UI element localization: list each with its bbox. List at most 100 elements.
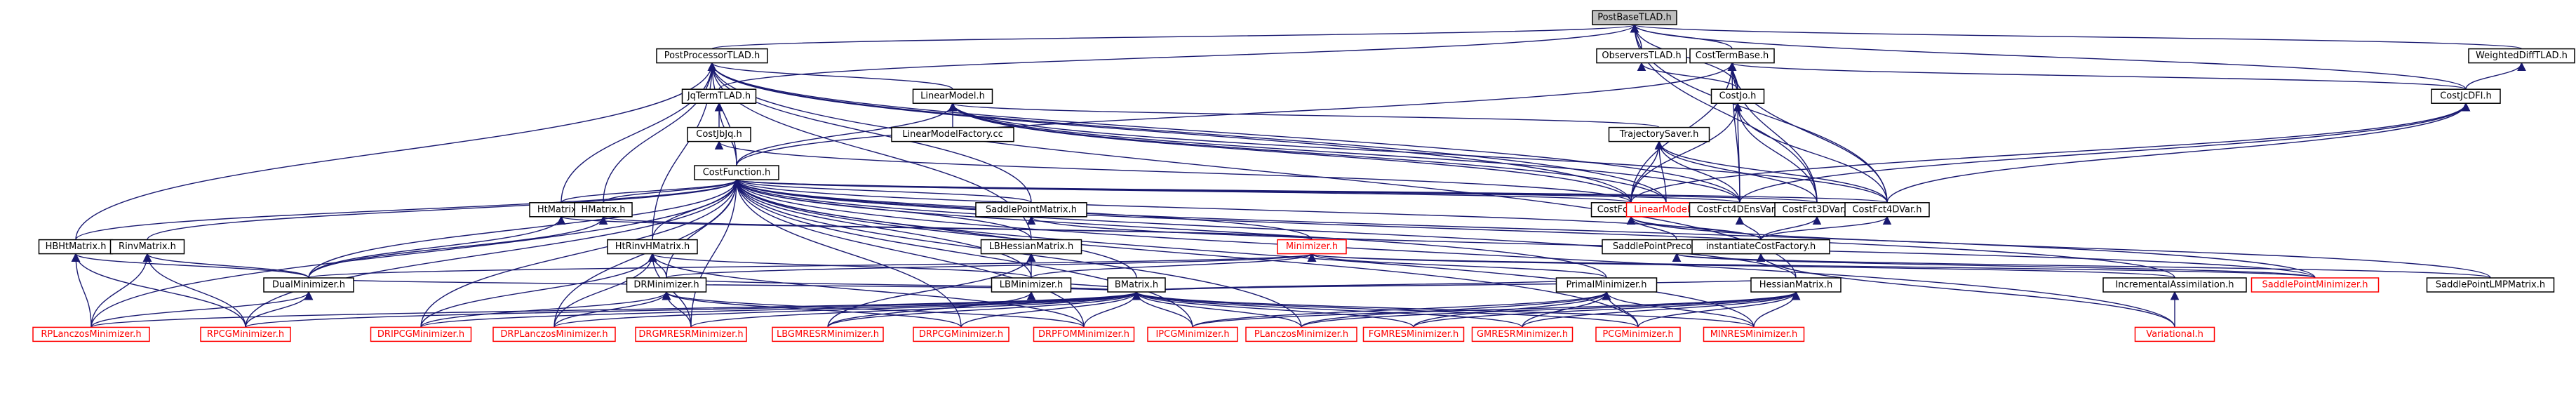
edge-drplanczos-to-drminimizer (554, 291, 671, 328)
node-label: LinearModelFactory.cc (902, 129, 1003, 140)
node-lbhessianmatrix[interactable]: LBHessianMatrix.h (980, 239, 1082, 255)
edge-ipcg-to-hessianmatrix (1192, 291, 1800, 328)
node-label: WeightedDiffTLAD.h (2476, 51, 2568, 61)
edge-hmatrix-to-postproc (603, 62, 717, 203)
edge-ipcg-to-costfunction (732, 178, 1193, 328)
node-rinvmatrix[interactable]: RinvMatrix.h (109, 239, 185, 255)
edge-costfct4dvar-to-costfunction (732, 178, 1888, 204)
edge-dualminimizer-to-bmatrix (308, 277, 1140, 293)
node-label: HessianMatrix.h (1759, 280, 1832, 291)
node-ipcg[interactable]: IPCGMinimizer.h (1147, 326, 1238, 342)
node-htrinvhmatrix[interactable]: HtRinvHMatrix.h (607, 239, 698, 255)
edge-postproc-to-postbase (711, 23, 1639, 50)
edge-variational-to-instcostfactory (1756, 253, 2175, 328)
edge-drgmresr-to-costfunction (690, 178, 742, 328)
node-linearmodel[interactable]: LinearModel.h (912, 88, 993, 104)
edge-costfct4dvar-to-costjcdfi (1886, 102, 2471, 203)
node-planczos[interactable]: PLanczosMinimizer.h (1245, 326, 1357, 342)
edge-minimizer-to-hmatrix (599, 215, 1313, 241)
node-costfct4densvar[interactable]: CostFct4DEnsVar.h (1689, 202, 1791, 218)
node-minimizer[interactable]: Minimizer.h (1277, 239, 1347, 255)
edge-htmatrix-to-postproc (561, 62, 717, 203)
node-hbhtmatrix[interactable]: HBHtMatrix.h (38, 239, 114, 255)
node-bmatrix[interactable]: BMatrix.h (1107, 277, 1166, 293)
node-pcg[interactable]: PCGMinimizer.h (1595, 326, 1681, 342)
node-label: CostFct4DVar.h (1852, 204, 1921, 215)
node-label: PostProcessorTLAD.h (664, 51, 760, 61)
edge-saddlepointlmp-to-costfctweak (1627, 215, 2491, 279)
node-drgmresr[interactable]: DRGMRESRMinimizer.h (635, 326, 747, 342)
edge-saddlepointmatrix-to-postproc (707, 62, 1032, 203)
edge-dualminimizer-to-costfunction (308, 178, 742, 279)
edge-rplanczos-to-bmatrix (90, 291, 1141, 328)
node-box (370, 326, 472, 342)
edge-gmresr-to-bmatrix (1132, 291, 1523, 328)
node-label: PCGMinimizer.h (1602, 329, 1673, 340)
node-drpcg[interactable]: DRPCGMinimizer.h (913, 326, 1009, 342)
node-costfct3dvar[interactable]: CostFct3DVar.h (1774, 202, 1860, 218)
node-weighteddiff[interactable]: WeightedDiffTLAD.h (2468, 48, 2575, 64)
node-fgmres[interactable]: FGMRESMinimizer.h (1362, 326, 1465, 342)
edge-drgmresr-to-bmatrix (690, 291, 1141, 328)
node-dripcg[interactable]: DRIPCGMinimizer.h (370, 326, 472, 342)
node-box (656, 48, 768, 64)
node-label: DRPFOMMinimizer.h (1038, 329, 1129, 340)
node-box (1689, 48, 1775, 64)
node-lbgmresr[interactable]: LBGMRESRMinimizer.h (772, 326, 884, 342)
node-label: IncrementalAssimilation.h (2115, 280, 2234, 291)
node-saddlepointminimizer[interactable]: SaddlePointMinimizer.h (2250, 277, 2380, 293)
node-label: LBHessianMatrix.h (989, 241, 1074, 252)
node-postbase[interactable]: PostBaseTLAD.h (1592, 10, 1677, 25)
node-costfunction[interactable]: CostFunction.h (694, 165, 779, 180)
node-saddlepointlmp[interactable]: SaddlePointLMPMatrix.h (2426, 277, 2555, 293)
node-costtermbase[interactable]: CostTermBase.h (1689, 48, 1775, 64)
node-label: CostFct3DVar.h (1782, 204, 1851, 215)
node-minres[interactable]: MINRESMinimizer.h (1703, 326, 1805, 342)
node-rpcg[interactable]: RPCGMinimizer.h (200, 326, 291, 342)
node-postproc[interactable]: PostProcessorTLAD.h (656, 48, 768, 64)
edge-costfunction-to-linearmodel (736, 102, 958, 166)
node-primalminimizer[interactable]: PrimalMinimizer.h (1555, 277, 1658, 293)
node-hessianmatrix[interactable]: HessianMatrix.h (1750, 277, 1842, 293)
node-drpfom[interactable]: DRPFOMMinimizer.h (1033, 326, 1135, 342)
edge-instcostfactory-to-costfct4dvar (1760, 215, 1892, 240)
node-rplanczos[interactable]: RPLanczosMinimizer.h (32, 326, 150, 342)
node-box (991, 277, 1072, 293)
node-costfct4dvar[interactable]: CostFct4DVar.h (1844, 202, 1930, 218)
edge-ipcg-to-primalminimizer (1192, 291, 1611, 328)
node-label: CostTermBase.h (1696, 51, 1769, 61)
node-variational[interactable]: Variational.h (2134, 326, 2215, 342)
node-costjcdfi[interactable]: CostJcDFI.h (2431, 88, 2501, 104)
node-saddlepointmatrix[interactable]: SaddlePointMatrix.h (975, 202, 1087, 218)
node-incremental[interactable]: IncrementalAssimilation.h (2102, 277, 2247, 293)
node-box (1555, 277, 1658, 293)
node-linearmodelfactory[interactable]: LinearModelFactory.cc (891, 126, 1014, 142)
edge-costfct4densvar-to-postproc (707, 62, 1740, 203)
node-lbminimizer[interactable]: LBMinimizer.h (991, 277, 1072, 293)
node-costjbjq[interactable]: CostJbJq.h (687, 126, 751, 142)
node-hmatrix[interactable]: HMatrix.h (574, 202, 633, 218)
node-box (1710, 88, 1765, 104)
node-instcostfactory[interactable]: instantiateCostFactory.h (1691, 239, 1830, 255)
node-drminimizer[interactable]: DRMinimizer.h (626, 277, 707, 293)
node-costjo[interactable]: CostJo.h (1710, 88, 1765, 104)
node-box (1245, 326, 1357, 342)
edge-dripcg-to-bmatrix (420, 291, 1141, 328)
node-dualminimizer[interactable]: DualMinimizer.h (263, 277, 354, 293)
node-label: CostJcDFI.h (2440, 91, 2492, 102)
node-label: BMatrix.h (1115, 280, 1158, 291)
node-box (2134, 326, 2215, 342)
node-box (891, 126, 1014, 142)
edge-saddlepointminimizer-to-saddlepointprecond (1672, 253, 2316, 279)
node-observers[interactable]: ObserversTLAD.h (1596, 48, 1687, 64)
edge-dualminimizer-to-hbhtmatrix (71, 253, 309, 279)
node-jqterm[interactable]: JqTermTLAD.h (681, 88, 757, 104)
edge-costfunction-to-postproc (707, 62, 737, 166)
node-label: JqTermTLAD.h (687, 91, 751, 102)
node-trajsaver[interactable]: TrajectorySaver.h (1608, 126, 1710, 142)
node-drplanczos[interactable]: DRPLanczosMinimizer.h (492, 326, 616, 342)
node-gmresr[interactable]: GMRESRMinimizer.h (1471, 326, 1574, 342)
node-label: RPLanczosMinimizer.h (41, 329, 141, 340)
edge-gmresr-to-hessianmatrix (1522, 291, 1801, 328)
edge-dripcg-to-drminimizer (420, 291, 671, 328)
